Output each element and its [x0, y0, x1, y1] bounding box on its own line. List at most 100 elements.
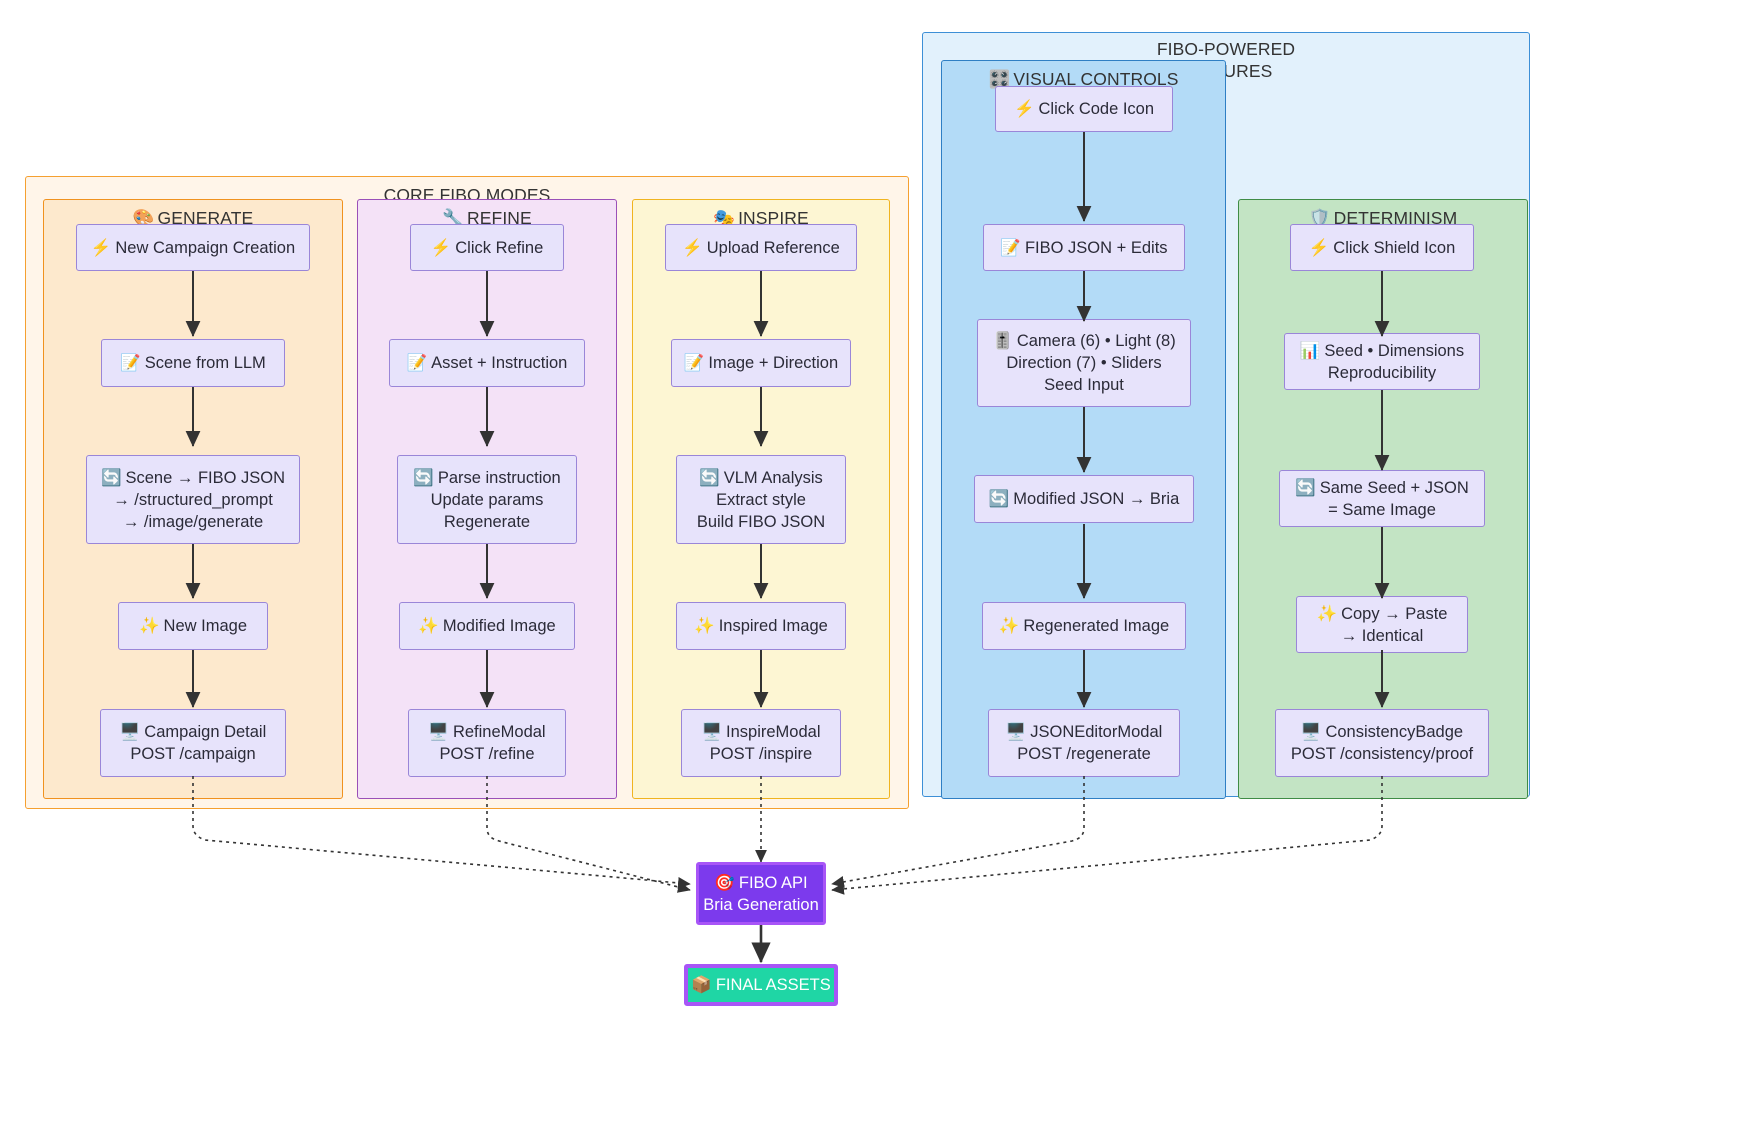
node-campaign-detail[interactable]: 🖥️Campaign Detail POST /campaign [100, 709, 286, 777]
node-json-editor-modal[interactable]: 🖥️JSONEditorModal POST /regenerate [988, 709, 1180, 777]
node-line: ⚡Click Refine [431, 237, 544, 259]
node-new-campaign-creation[interactable]: ⚡New Campaign Creation [76, 224, 310, 271]
node-scene-to-fibo-json[interactable]: 🔄Scene → FIBO JSON → /structured_prompt … [86, 455, 300, 544]
node-line: → /image/generate [122, 512, 264, 531]
cluster-label-fibo-line1: FIBO-POWERED [1156, 39, 1296, 59]
node-text: FIBO JSON + Edits [1024, 238, 1168, 257]
node-final-assets[interactable]: 📦FINAL ASSETS [684, 964, 838, 1006]
sparkles-icon: ✨ [998, 617, 1020, 635]
node-line: 📊Seed • Dimensions [1300, 340, 1464, 362]
node-line: 🎚️Camera (6) • Light (8) [992, 330, 1175, 352]
node-asset-plus-instruction[interactable]: 📝Asset + Instruction [389, 339, 585, 387]
node-fibo-api[interactable]: 🎯FIBO API Bria Generation [696, 862, 826, 925]
node-text: Same Seed + JSON [1319, 478, 1469, 497]
node-line: 🎯FIBO API [714, 872, 807, 894]
node-copy-paste-identical[interactable]: ✨Copy → Paste → Identical [1296, 596, 1468, 653]
node-text: Click Refine [455, 238, 544, 257]
node-text: New Campaign Creation [115, 238, 296, 257]
node-parse-instruction[interactable]: 🔄Parse instruction Update params Regener… [397, 455, 577, 544]
node-line: 📝Asset + Instruction [407, 352, 568, 374]
node-line: ⚡Upload Reference [682, 237, 840, 259]
node-line: POST /inspire [709, 745, 813, 763]
node-text: Click Shield Icon [1333, 238, 1456, 257]
node-camera-light-direction[interactable]: 🎚️Camera (6) • Light (8) Direction (7) •… [977, 319, 1191, 407]
node-line: → Identical [1340, 626, 1424, 645]
memo-icon: 📝 [1000, 238, 1021, 257]
cluster-label-refine-text: REFINE [467, 208, 532, 228]
node-text: Inspired Image [718, 617, 828, 635]
node-click-code-icon[interactable]: ⚡Click Code Icon [995, 86, 1173, 132]
cluster-label-visual-text: VISUAL CONTROLS [1013, 69, 1179, 89]
node-scene-from-llm[interactable]: 📝Scene from LLM [101, 339, 285, 387]
node-text: ConsistencyBadge [1325, 723, 1464, 741]
node-text: RefineModal [452, 723, 546, 741]
node-line: = Same Image [1328, 500, 1436, 519]
node-line: POST /regenerate [1017, 745, 1151, 763]
node-text: Seed • Dimensions [1324, 341, 1465, 360]
node-line: Direction (7) • Sliders [1006, 354, 1162, 372]
sparkles-icon: ✨ [418, 617, 439, 635]
node-text: JSONEditorModal [1030, 723, 1163, 741]
sparkles-icon: ✨ [694, 617, 715, 635]
node-text: Image + Direction [708, 354, 839, 372]
node-line: Build FIBO JSON [696, 512, 826, 531]
node-text: Modified JSON → Bria [1013, 490, 1180, 508]
node-line: Regenerate [443, 512, 531, 531]
target-icon: 🎯 [714, 873, 735, 892]
node-seed-dimensions[interactable]: 📊Seed • Dimensions Reproducibility [1284, 333, 1480, 390]
cluster-label-visual: 🎛️VISUAL CONTROLS [942, 69, 1225, 90]
node-image-plus-direction[interactable]: 📝Image + Direction [671, 339, 851, 387]
node-line: Reproducibility [1327, 363, 1437, 382]
shield-icon: 🛡️ [1308, 208, 1331, 228]
node-click-refine[interactable]: ⚡Click Refine [410, 224, 564, 271]
node-new-image[interactable]: ✨New Image [118, 602, 268, 650]
node-text: Modified Image [442, 617, 556, 635]
node-line: 📦FINAL ASSETS [691, 974, 830, 996]
node-upload-reference[interactable]: ⚡Upload Reference [665, 224, 857, 271]
node-inspired-image[interactable]: ✨Inspired Image [676, 602, 846, 650]
node-click-shield-icon[interactable]: ⚡Click Shield Icon [1290, 224, 1474, 271]
node-regenerated-image[interactable]: ✨Regenerated Image [982, 602, 1186, 650]
lightning-icon: ⚡ [430, 238, 452, 257]
node-fibo-json-edits[interactable]: 📝FIBO JSON + Edits [983, 224, 1185, 271]
cluster-label-determinism: 🛡️DETERMINISM [1239, 208, 1527, 229]
node-modified-json-to-bria[interactable]: 🔄Modified JSON → Bria [974, 475, 1194, 523]
node-refine-modal[interactable]: 🖥️RefineModal POST /refine [408, 709, 566, 777]
masks-icon: 🎭 [713, 208, 736, 228]
node-inspire-modal[interactable]: 🖥️InspireModal POST /inspire [681, 709, 841, 777]
node-text: Campaign Detail [144, 723, 267, 741]
node-line: POST /refine [439, 745, 535, 763]
memo-icon: 📝 [683, 354, 705, 372]
node-line: ✨Copy → Paste [1317, 603, 1448, 625]
node-line: POST /campaign [130, 745, 256, 763]
lightning-icon: ⚡ [90, 238, 112, 257]
memo-icon: 📝 [120, 354, 141, 372]
node-modified-image[interactable]: ✨Modified Image [399, 602, 575, 650]
node-text: Asset + Instruction [431, 354, 568, 372]
node-line: → /structured_prompt [113, 490, 273, 509]
lightning-icon: ⚡ [1013, 100, 1035, 118]
node-line: 📝Scene from LLM [120, 352, 266, 374]
wrench-icon: 🔧 [442, 208, 465, 228]
bar-chart-icon: 📊 [1299, 341, 1321, 360]
node-line: 🔄Scene → FIBO JSON [101, 467, 285, 489]
cluster-label-inspire-text: INSPIRE [738, 208, 809, 228]
node-text: VLM Analysis [723, 468, 823, 487]
node-text: Camera (6) • Light (8) [1016, 332, 1176, 350]
refresh-icon: 🔄 [100, 468, 122, 487]
node-line: 🔄VLM Analysis [699, 467, 823, 489]
node-line: 📝Image + Direction [684, 352, 838, 374]
node-line: ✨Regenerated Image [999, 615, 1169, 637]
sparkles-icon: ✨ [1316, 604, 1338, 623]
monitor-icon: 🖥️ [119, 723, 141, 741]
node-vlm-analysis[interactable]: 🔄VLM Analysis Extract style Build FIBO J… [676, 455, 846, 544]
node-consistency-badge[interactable]: 🖥️ConsistencyBadge POST /consistency/pro… [1275, 709, 1489, 777]
node-line: ⚡Click Shield Icon [1309, 237, 1456, 259]
sliders-icon: 🎛️ [988, 69, 1011, 89]
node-text: New Image [163, 617, 247, 635]
node-text: FINAL ASSETS [715, 976, 831, 994]
node-same-seed-json[interactable]: 🔄Same Seed + JSON = Same Image [1279, 470, 1485, 527]
cluster-visual-controls: 🎛️VISUAL CONTROLS [941, 60, 1226, 799]
node-line: POST /consistency/proof [1290, 745, 1474, 763]
node-text: InspireModal [726, 723, 821, 741]
